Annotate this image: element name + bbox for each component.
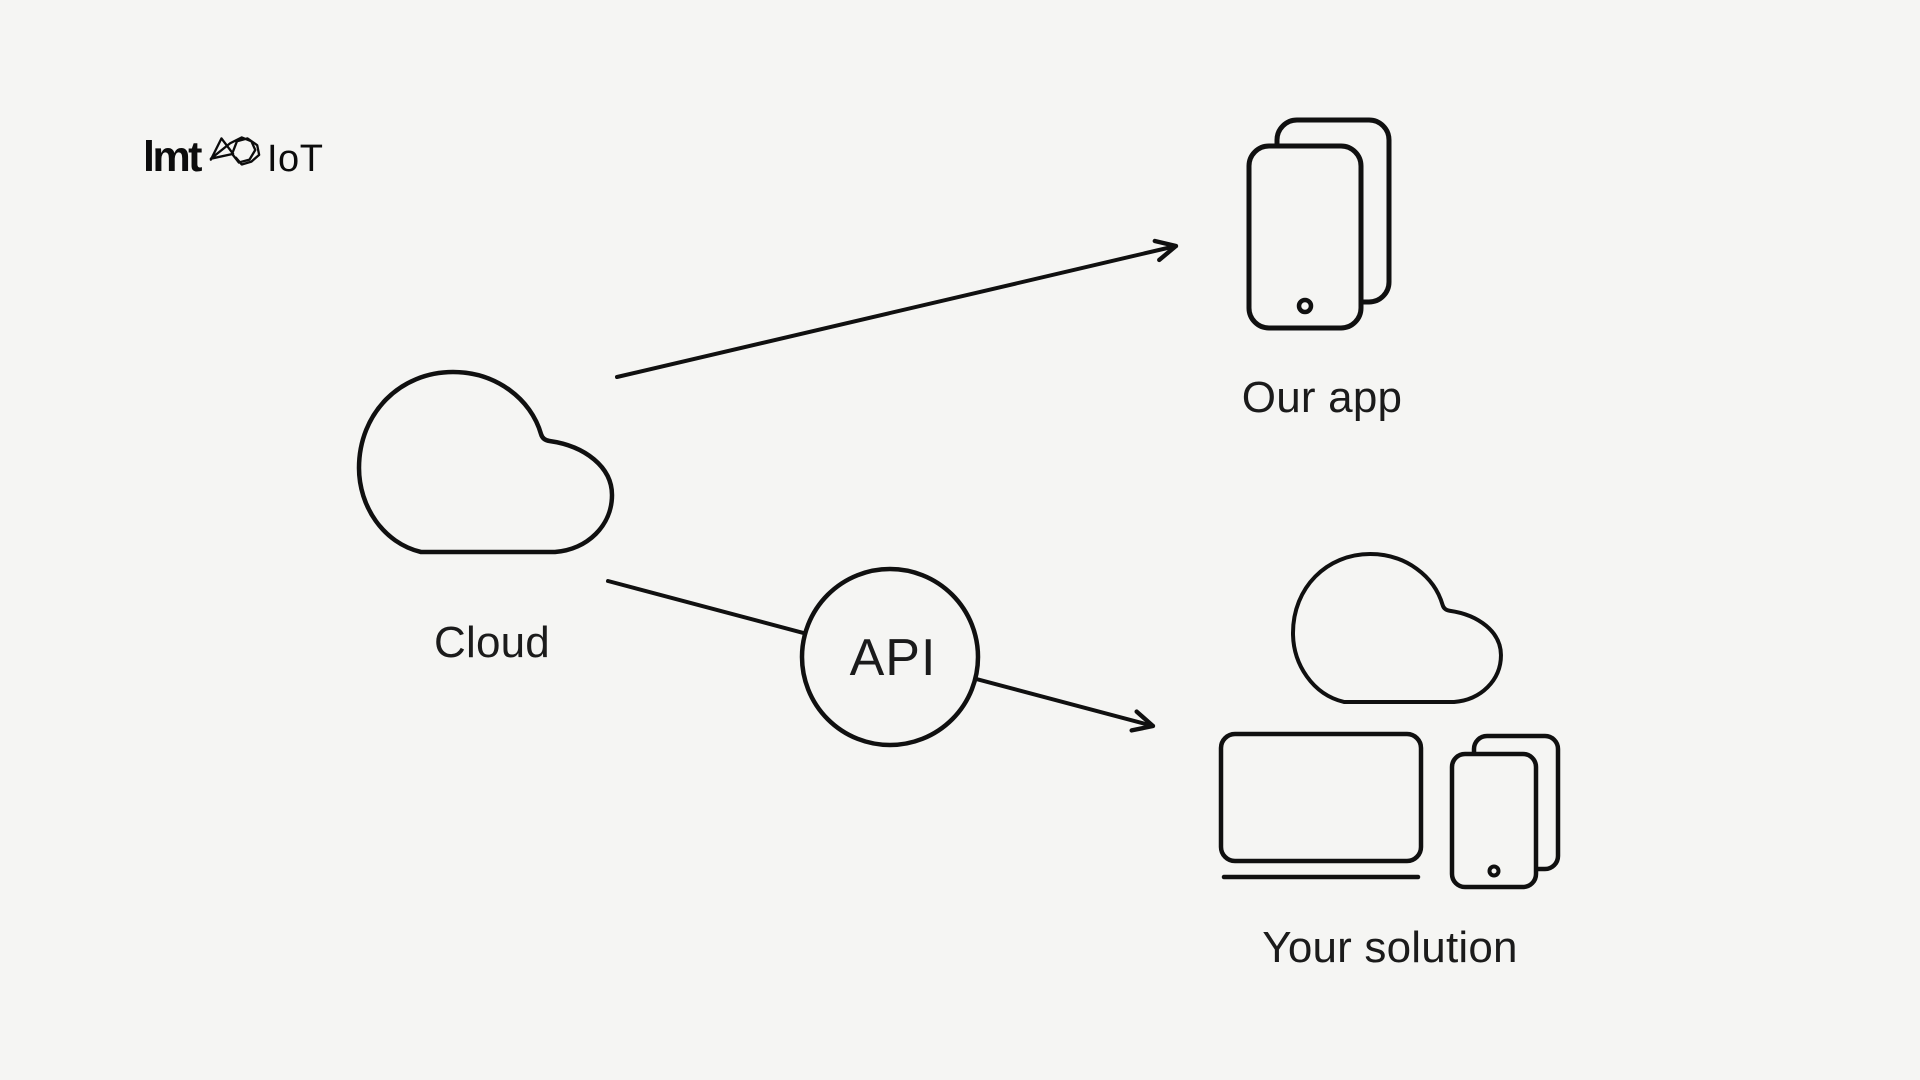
monitor-icon (1218, 731, 1424, 880)
our-app-phone-stack-icon (1246, 117, 1392, 331)
your-solution-label: Your solution (1262, 923, 1518, 972)
cloud-icon (356, 369, 615, 555)
logo-scribble-icon (209, 136, 261, 166)
phone-front-icon (1449, 751, 1539, 890)
solution-phone-stack-icon (1449, 733, 1561, 890)
logo-iot-text: IoT (267, 138, 324, 180)
logo-lmt-text: lmt (143, 133, 203, 181)
solution-cloud-icon (1293, 554, 1501, 702)
api-label: API (849, 629, 937, 687)
phone-front-icon (1246, 143, 1364, 331)
phone-home-button-icon (1487, 864, 1501, 878)
cloud-label: Cloud (434, 618, 550, 667)
brand-logo: lmt IoT (143, 132, 333, 182)
our-app-label: Our app (1241, 373, 1403, 422)
phone-home-button-icon (1296, 297, 1314, 315)
api-circle (799, 566, 981, 748)
arrow-cloud-to-our-app (615, 238, 1179, 379)
